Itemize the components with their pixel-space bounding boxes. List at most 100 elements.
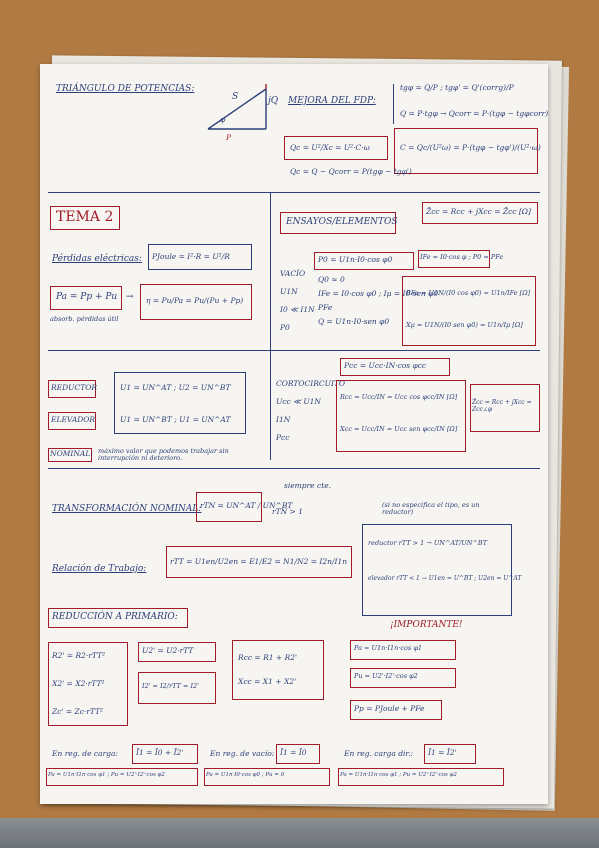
reductor-cond: reductor rTT > 1 → UN^AT/UN^BT: [368, 539, 488, 547]
xmu-eq: Xμ = U1N/(I0 sen φ0) = U1n/Iμ [Ω]: [406, 321, 523, 329]
mejora-title: MEJORA DEL FDP:: [288, 96, 376, 106]
reduccion-r-box: [48, 642, 128, 726]
elevador-eq: U1 = UN^BT ; U1 = UN^AT: [120, 415, 231, 424]
reductor-label: REDUCTOR: [51, 383, 97, 392]
ensayos-box: [280, 212, 396, 234]
pcc-eq: Pcc = Ucc·IN·cos φcc: [344, 361, 427, 370]
ensayos-title: ENSAYOS/ELEMENTOS: [286, 217, 398, 227]
rcc2-box: [232, 640, 324, 700]
vacio2-box: [276, 744, 320, 764]
pp-box: [350, 700, 442, 720]
carga-p: Pa = U1n·I1n·cos φ1 ; Pu = U2'·I2'·cos φ…: [48, 772, 165, 778]
mejora-eq2: Q = P·tgφ → Qcorr = P·(tgφ − tgφcorr): [400, 109, 548, 118]
ifecorr-box: [418, 250, 490, 268]
reduccion-title: REDUCCIÓN A PRIMARIO:: [52, 612, 178, 622]
cc-item-2: I1N: [276, 415, 291, 424]
q0-eq: Q0 ≈ 0: [318, 275, 345, 284]
pa2-eq: Pa = U1n·I1n·cos φ1: [354, 644, 422, 652]
vacio-item-3: P0: [280, 323, 290, 332]
i2-box: [138, 672, 216, 704]
elevador-box: [48, 412, 96, 430]
cc2-label: En reg. carga dir.:: [344, 749, 414, 758]
r2-eq: R2' = R2·rTT²: [52, 651, 106, 660]
xcc-eq: Xcc = Ucc/IN = Ucc sen φcc/IN [Ω]: [340, 425, 458, 433]
importante-note: (si no especifica el tipo, es un reducto…: [382, 501, 480, 517]
vacio2-eq: Ī1 = Ī0: [280, 748, 307, 757]
rfe-eq: RFe = U1N/(I0 cos φ0) = U1n/IFe [Ω]: [406, 289, 531, 297]
notes-sheet: TRIÁNGULO DE POTENCIAS: S jQ φ P MEJORA …: [40, 64, 548, 804]
xcc2-eq: Xcc = X1 + X2': [238, 677, 297, 686]
x2-eq: X2' = X2·rTT²: [52, 679, 105, 688]
cc2-eq: Ī1 = Ī2': [428, 748, 457, 757]
cc2-p: Pa = U1n·I1n·cos φ1 ; Pu = U2'·I2'·cos φ…: [340, 772, 457, 778]
cc-item-3: Pcc: [276, 433, 290, 442]
pa2-box: [350, 640, 456, 660]
c-box: [394, 128, 538, 174]
triangle-s-label: S: [232, 92, 239, 102]
eta-eq: η = Pu/Pa = Pu/(Pu + Pp): [146, 296, 244, 305]
triangle-p-label: P: [226, 133, 232, 142]
i2-eq: I2' = I2/rTT = I2': [142, 682, 199, 690]
ife-eq: IFe = I0·cos φ0 ; Iμ = I0·sen φ0: [318, 289, 439, 298]
carga-box: [132, 744, 198, 764]
trafo-label: TRANSFORMACIÓN NOMINAL:: [52, 504, 202, 514]
vacio2-label: En reg. de vacío:: [210, 749, 275, 758]
rcc-eq: Rcc = Ucc/IN = Ucc cos φcc/IN [Ω]: [340, 393, 458, 401]
cc-item-1: Ucc ≪ U1N: [276, 397, 321, 406]
mejora-eq1: tgφ = Q/P ; tgφ' = Q'(corrg)/P: [400, 83, 514, 92]
pa-sub: absorb. pérdidas útil: [50, 315, 119, 323]
reductor-box: [48, 380, 96, 398]
p0-box: [314, 252, 414, 270]
nominal-text: máximo valor que podemos trabajar sin in…: [98, 447, 229, 463]
divider-top: [48, 192, 540, 193]
u2-eq: U2' = U2·rTT: [142, 646, 194, 655]
trafo-note: siempre cte.: [284, 481, 332, 490]
relacion-label: Relación de Trabajo:: [52, 564, 147, 574]
divider-vertical: [270, 192, 271, 460]
qc-box: [284, 136, 388, 160]
elevador-cond: elevador rTT < 1 → U1en = U^BT ; U2en = …: [368, 575, 522, 582]
eta-box: [140, 284, 252, 320]
cc2-p-box: [338, 768, 504, 786]
vacio-item-1: U1N: [280, 287, 298, 296]
zcc-eq: Z̄cc = Rcc + jXcc = Z̄cc [Ω]: [426, 207, 531, 216]
pcc-box: [340, 358, 450, 376]
divider-middle: [48, 468, 540, 469]
importante: ¡IMPORTANTE!: [390, 620, 463, 630]
divider-right-1: [270, 350, 540, 351]
perdidas-eq: PJoule = I²·R = U²/R: [152, 252, 230, 261]
mejora-qc2: Qc = Q − Qcorr = P(tgφ − tgφ'): [290, 167, 412, 176]
nominal-label: NOMINAL:: [50, 449, 93, 458]
q-eq: Q = U1n·I0·sen φ0: [318, 317, 390, 326]
reduccion-box: [48, 608, 188, 628]
divider-left-1: [48, 350, 270, 351]
zc-eq: Zc' = Zc·rTT²: [52, 707, 104, 716]
triangle-title: TRIÁNGULO DE POTENCIAS:: [56, 84, 195, 94]
vacio2-p: Pa = U1n·I0·cos φ0 ; Pu = 0: [206, 772, 285, 778]
carga-eq: Ī1 = Ī0 + Ī2': [136, 748, 184, 757]
zcc2-eq: Z̄cc = Rcc + jXcc = Zcc∠φ: [472, 399, 532, 413]
floor: [0, 818, 599, 848]
tema2-box: [50, 206, 120, 230]
reductor-eq-box: [114, 372, 246, 434]
trafo-ineq: rTN > 1: [272, 507, 303, 516]
nominal-box: [48, 448, 92, 462]
power-triangle-diagram: [207, 84, 267, 130]
relacion-eq: rTT = U1en/U2en = E1/E2 = N1/N2 = I2n/I1…: [170, 557, 348, 566]
pa-box: [50, 286, 122, 310]
triangle-phi-label: φ: [220, 115, 226, 124]
pu2-eq: Pu = U2'·I2'·cos φ2: [354, 672, 418, 680]
divider-mejora: [393, 84, 394, 124]
pa-eq: Pa = Pp + Pu: [56, 292, 118, 302]
pa-arrow: →: [126, 292, 134, 302]
reductor-eq: U1 = UN^AT ; U2 = UN^BT: [120, 383, 231, 392]
vacio2-p-box: [204, 768, 330, 786]
zcc-box: [422, 202, 538, 224]
pfe-label: PFe: [318, 303, 333, 312]
tema2-title: TEMA 2: [56, 209, 114, 225]
carga-label: En reg. de carga:: [52, 749, 118, 758]
cc2-box: [424, 744, 476, 764]
vacio-label: VACÍO: [280, 269, 306, 278]
elevador-label: ELEVADOR: [51, 415, 96, 424]
cc-label: CORTOCIRCUITO: [276, 379, 346, 388]
